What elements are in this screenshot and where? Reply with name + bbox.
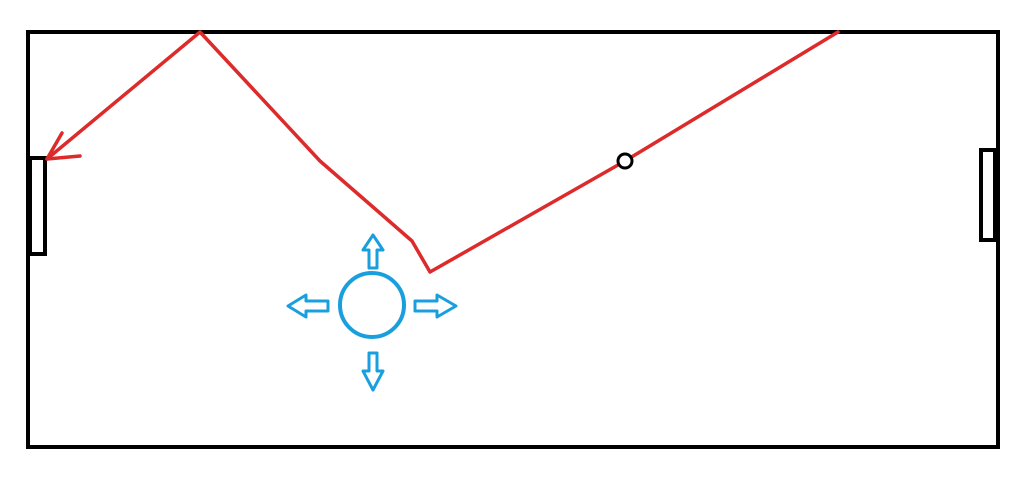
arrow-down-icon [361,351,385,392]
arrow-up-icon [361,233,385,270]
trajectory-path [45,30,840,274]
player-circle [338,271,406,339]
trajectory-arrowhead [45,131,82,161]
field-boundary [26,30,1000,449]
arrow-right-icon [413,293,458,319]
ball-trajectory [45,30,840,274]
ball [616,152,634,170]
arrow-left-icon [286,293,330,319]
goal-right [979,148,997,242]
goal-left [28,156,47,256]
